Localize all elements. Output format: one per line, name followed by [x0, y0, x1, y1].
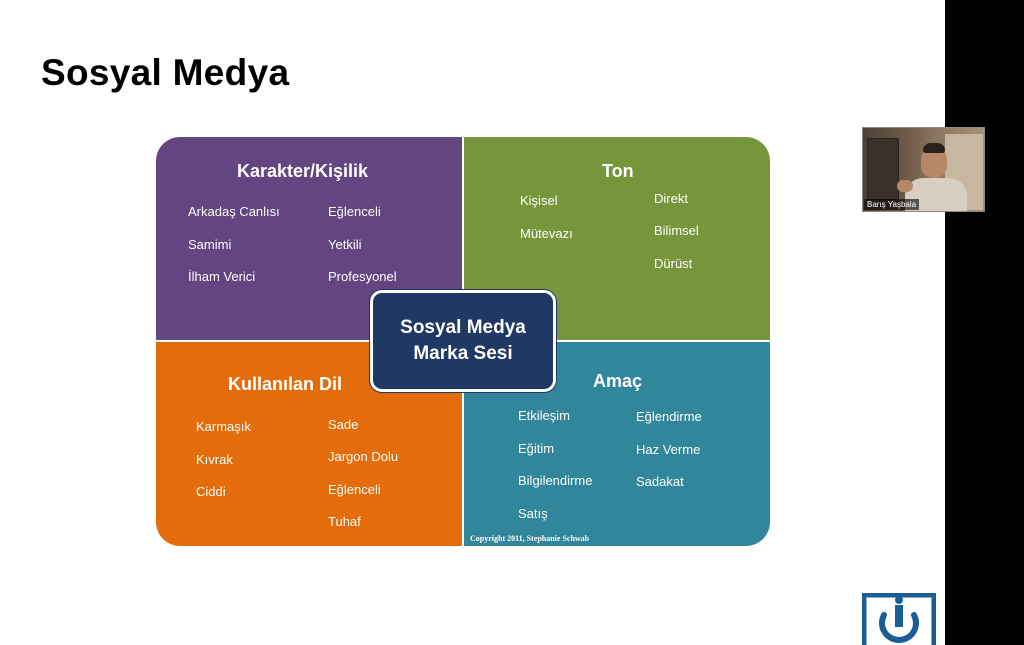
participant-name-label: Barış Yaşbala: [864, 199, 920, 210]
character-item: Yetkili: [328, 237, 362, 252]
center-label-line1: Sosyal Medya: [400, 317, 526, 338]
language-item: Eğlenceli: [328, 482, 381, 497]
character-title: Karakter/Kişilik: [237, 161, 369, 181]
purpose-item: Sadakat: [636, 474, 684, 489]
character-item: İlham Verici: [188, 269, 256, 284]
power-logo-icon: [862, 593, 936, 645]
purpose-item: Satış: [518, 506, 548, 521]
language-item: Jargon Dolu: [328, 449, 399, 464]
language-item: Ciddi: [196, 484, 226, 499]
tone-item: Mütevazı: [520, 226, 573, 241]
presentation-slide: Sosyal Medya Karakter/Kişilik Arkadaş Ca…: [0, 0, 945, 645]
tone-item: Bilimsel: [654, 223, 699, 238]
tone-item: Dürüst: [654, 256, 693, 271]
webcam-person-hand: [897, 180, 913, 192]
language-item: Tuhaf: [328, 514, 361, 529]
language-item: Kıvrak: [196, 452, 233, 467]
language-title: Kullanılan Dil: [228, 374, 343, 394]
tone-item: Kişisel: [520, 193, 558, 208]
purpose-item: Etkileşim: [518, 408, 571, 423]
purpose-item: Eğitim: [518, 441, 555, 456]
character-item: Samimi: [188, 237, 232, 252]
center-label-line2: Marka Sesi: [413, 343, 513, 364]
center-label-box: Sosyal Medya Marka Sesi: [370, 290, 556, 392]
language-item: Karmaşık: [196, 419, 251, 434]
tone-title: Ton: [602, 161, 634, 181]
purpose-item: Eğlendirme: [636, 409, 702, 424]
webcam-person-hair: [923, 143, 945, 153]
purpose-item: Bilgilendirme: [518, 473, 593, 488]
character-item: Arkadaş Canlısı: [188, 204, 280, 219]
character-item: Profesyonel: [328, 269, 397, 284]
copyright-text: Copyright 2011, Stephanie Schwab: [470, 534, 590, 543]
tone-item: Direkt: [654, 191, 688, 206]
language-item: Sade: [328, 417, 359, 432]
purpose-item: Haz Verme: [636, 442, 701, 457]
slide-title: Sosyal Medya: [41, 52, 290, 93]
purpose-title: Amaç: [593, 371, 643, 391]
character-item: Eğlenceli: [328, 204, 381, 219]
webcam-video-tile[interactable]: Barış Yaşbala: [862, 127, 985, 212]
webcam-shelf: [867, 138, 899, 200]
right-black-bar: [945, 0, 1024, 645]
